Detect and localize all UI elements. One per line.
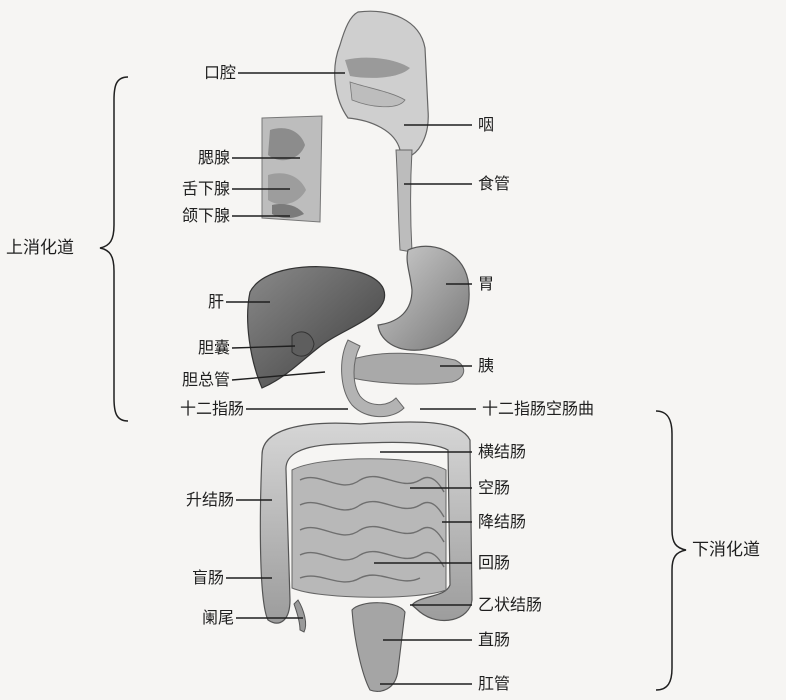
label-sigmoid-colon: 乙状结肠 xyxy=(478,595,542,615)
label-cecum: 盲肠 xyxy=(164,568,224,588)
label-liver: 肝 xyxy=(174,292,224,312)
label-esophagus: 食管 xyxy=(478,174,510,194)
label-anal-canal: 肛管 xyxy=(478,674,510,694)
label-gallbladder: 胆囊 xyxy=(162,338,230,358)
label-duodenojejunal-flexure: 十二指肠空肠曲 xyxy=(482,399,594,419)
salivary-glands-shape xyxy=(262,116,322,222)
label-duodenum: 十二指肠 xyxy=(138,399,244,419)
gallbladder-shape xyxy=(292,332,314,356)
head-oral-cavity-shape xyxy=(335,11,429,155)
group-label-lower-tract: 下消化道 xyxy=(692,540,760,560)
label-sublingual-gland: 舌下腺 xyxy=(150,179,230,199)
label-rectum: 直肠 xyxy=(478,630,510,650)
rectum-shape xyxy=(352,603,405,692)
esophagus-shape xyxy=(396,150,412,252)
stomach-shape xyxy=(378,246,469,350)
label-ascending-colon: 升结肠 xyxy=(150,490,234,510)
label-stomach: 胃 xyxy=(478,274,494,294)
label-descending-colon: 降结肠 xyxy=(478,512,526,532)
label-jejunum: 空肠 xyxy=(478,478,510,498)
lower-tract-brace xyxy=(656,411,686,690)
label-common-bile-duct: 胆总管 xyxy=(150,370,230,390)
label-transverse-colon: 横结肠 xyxy=(478,442,526,462)
label-mouth: 口腔 xyxy=(172,63,236,83)
appendix-shape xyxy=(294,600,306,632)
label-appendix: 阑尾 xyxy=(164,608,234,628)
label-ileum: 回肠 xyxy=(478,553,510,573)
label-submandibular-gland: 颌下腺 xyxy=(150,206,230,226)
label-parotid-gland: 腮腺 xyxy=(162,148,230,168)
upper-tract-brace xyxy=(100,77,128,421)
group-label-upper-tract: 上消化道 xyxy=(6,238,74,258)
pancreas-shape xyxy=(350,353,464,384)
label-pancreas: 胰 xyxy=(478,356,494,376)
label-pharynx: 咽 xyxy=(478,115,494,135)
